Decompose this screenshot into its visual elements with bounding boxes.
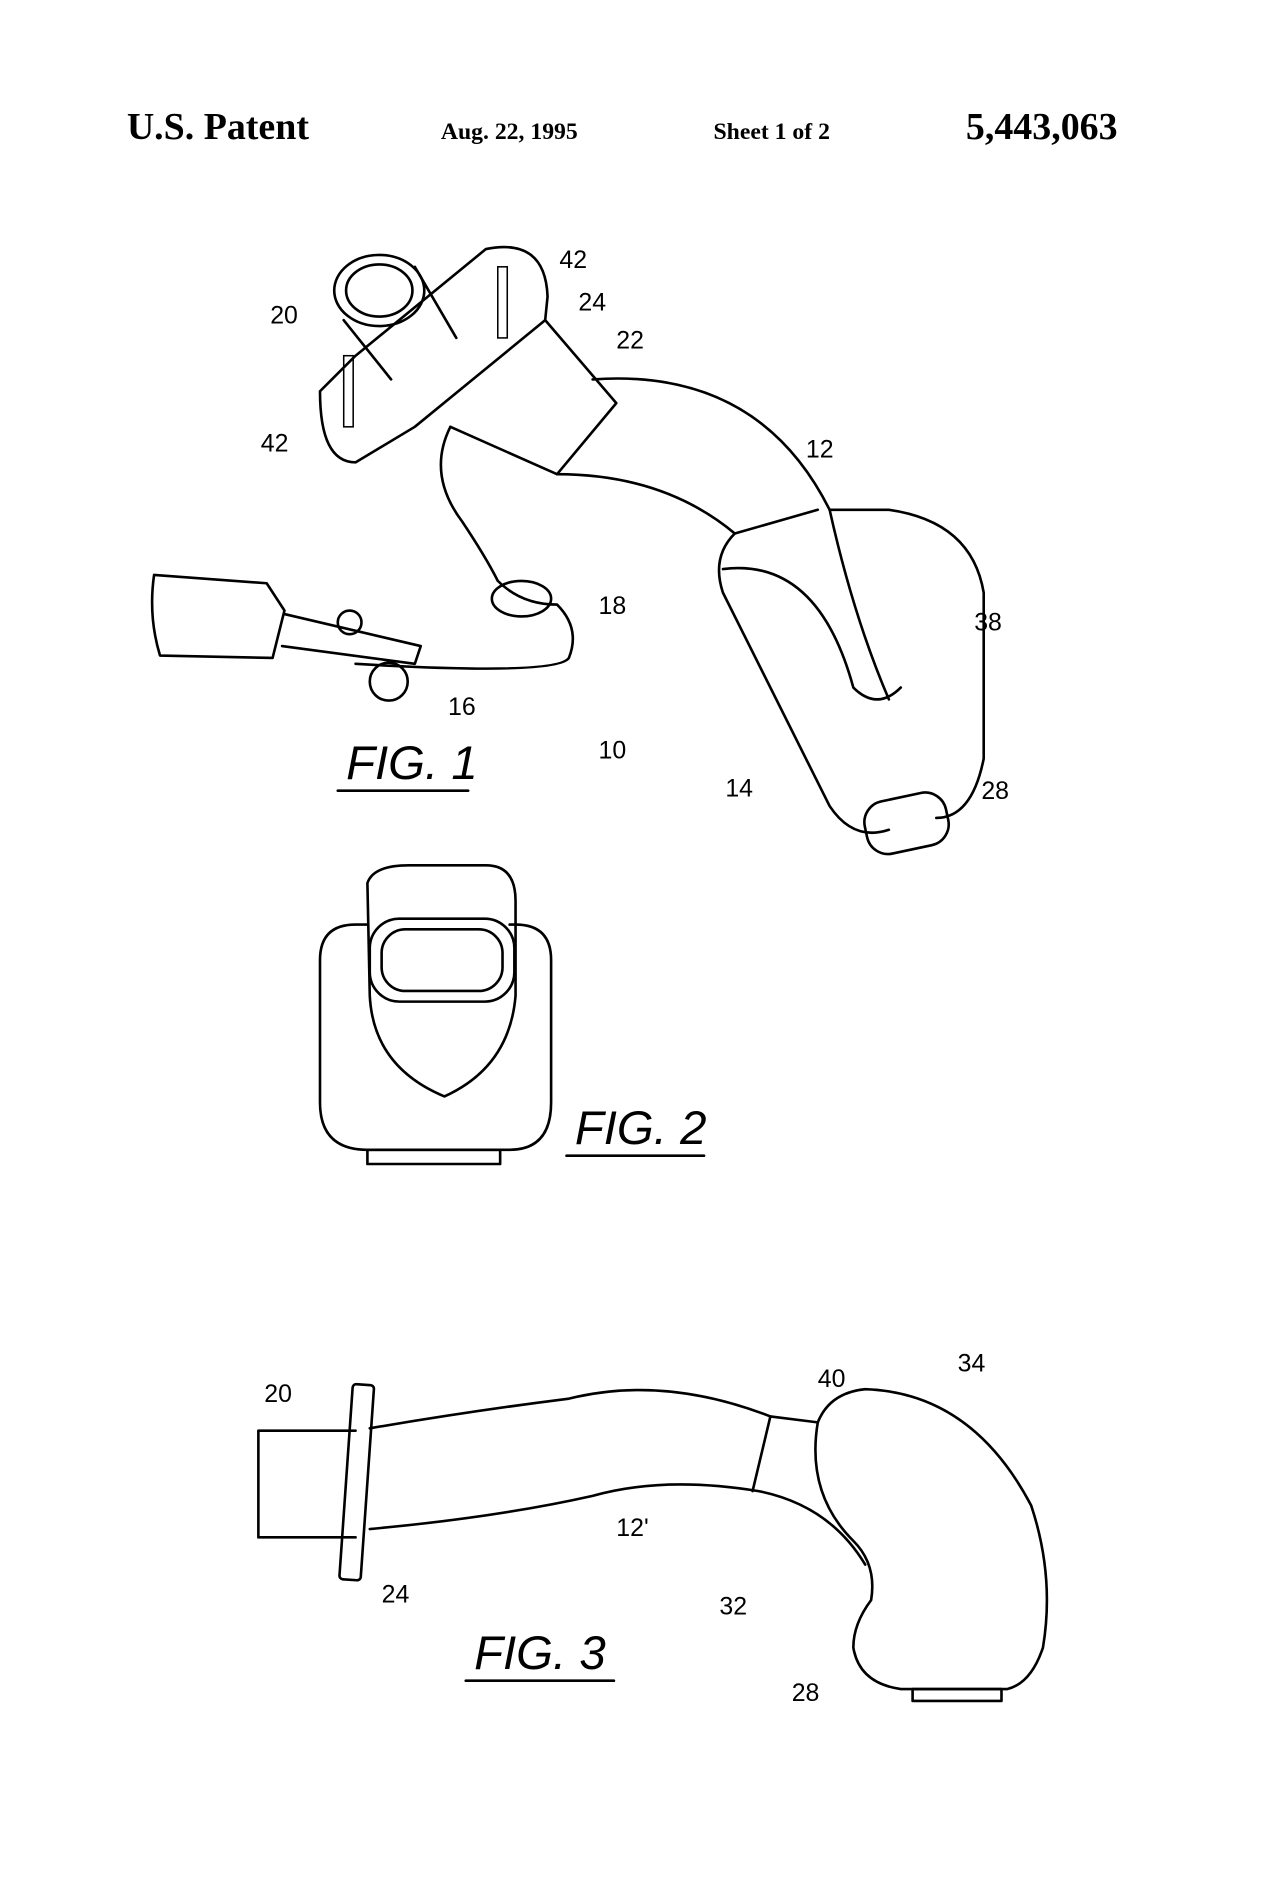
header-sheet: Sheet 1 of 2 (713, 119, 829, 145)
fig3-drawing (257, 1382, 1049, 1703)
ref-label: 16 (448, 693, 476, 721)
ref-label: 14 (725, 775, 753, 803)
header-office: U.S. Patent (127, 106, 310, 148)
ref-label: 18 (599, 592, 627, 620)
ref-label: 20 (264, 1380, 292, 1408)
ref-label: 24 (578, 289, 606, 317)
ref-label: 40 (818, 1365, 846, 1393)
ref-label: 20 (270, 302, 298, 330)
ref-label: 34 (958, 1349, 986, 1377)
ref-label: 42 (261, 430, 289, 458)
fig2-drawing (318, 864, 553, 1166)
fig3-reference-labels: 20 40 34 12' 24 32 28 (264, 1349, 985, 1706)
ref-label: 28 (981, 777, 1009, 805)
fig1-title: FIG. 1 (346, 737, 478, 790)
header-date: Aug. 22, 1995 (441, 119, 578, 145)
fig3-title: FIG. 3 (474, 1627, 606, 1680)
ref-label: 32 (719, 1592, 747, 1620)
ref-label: 12 (806, 436, 834, 464)
ref-label: 12' (616, 1514, 648, 1542)
fig1-reference-labels: 20 42 24 22 42 12 18 38 16 10 14 28 (261, 246, 1009, 805)
ref-label: 24 (382, 1581, 410, 1609)
fig2-title: FIG. 2 (575, 1102, 707, 1155)
fig1-drawing (150, 245, 986, 856)
ref-label: 22 (616, 327, 644, 355)
ref-label: 28 (792, 1679, 820, 1707)
ref-label: 10 (599, 737, 627, 765)
ref-label: 38 (974, 609, 1002, 637)
header-patent-number: 5,443,063 (966, 106, 1118, 148)
ref-label: 42 (559, 246, 587, 274)
